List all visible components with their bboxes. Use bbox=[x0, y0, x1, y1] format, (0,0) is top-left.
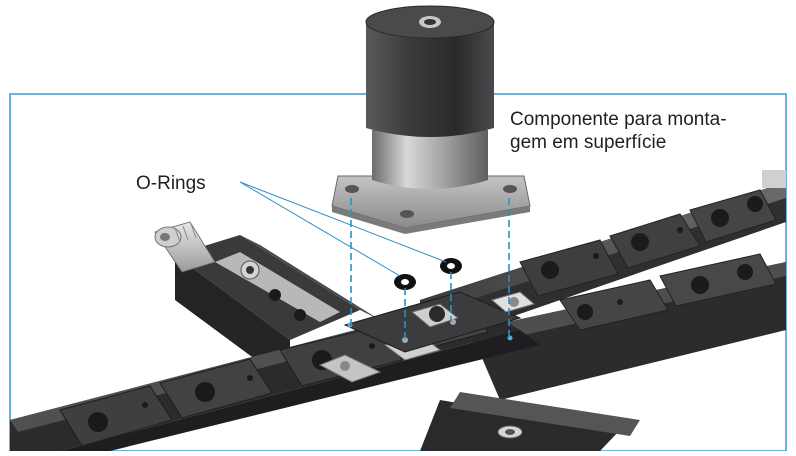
tube-fitting-icon bbox=[154, 221, 216, 273]
o-rings-label: O-Rings bbox=[136, 173, 206, 194]
o-ring-icon bbox=[394, 274, 416, 290]
alignment-leaders bbox=[350, 198, 510, 340]
component-label-line1: Componente para monta- bbox=[510, 109, 727, 130]
substrate-rail-cross bbox=[420, 392, 640, 451]
o-rings-callout bbox=[239, 181, 447, 277]
o-ring-icon bbox=[440, 258, 462, 274]
substrate-rail-right bbox=[470, 253, 786, 400]
surface-mount-component-icon bbox=[331, 5, 531, 234]
mount-seat bbox=[343, 291, 536, 353]
component-label: Componente para monta- gem em superfície bbox=[510, 108, 727, 154]
substrate-rail-left bbox=[175, 235, 380, 385]
component-label-line2: gem em superfície bbox=[510, 132, 667, 153]
